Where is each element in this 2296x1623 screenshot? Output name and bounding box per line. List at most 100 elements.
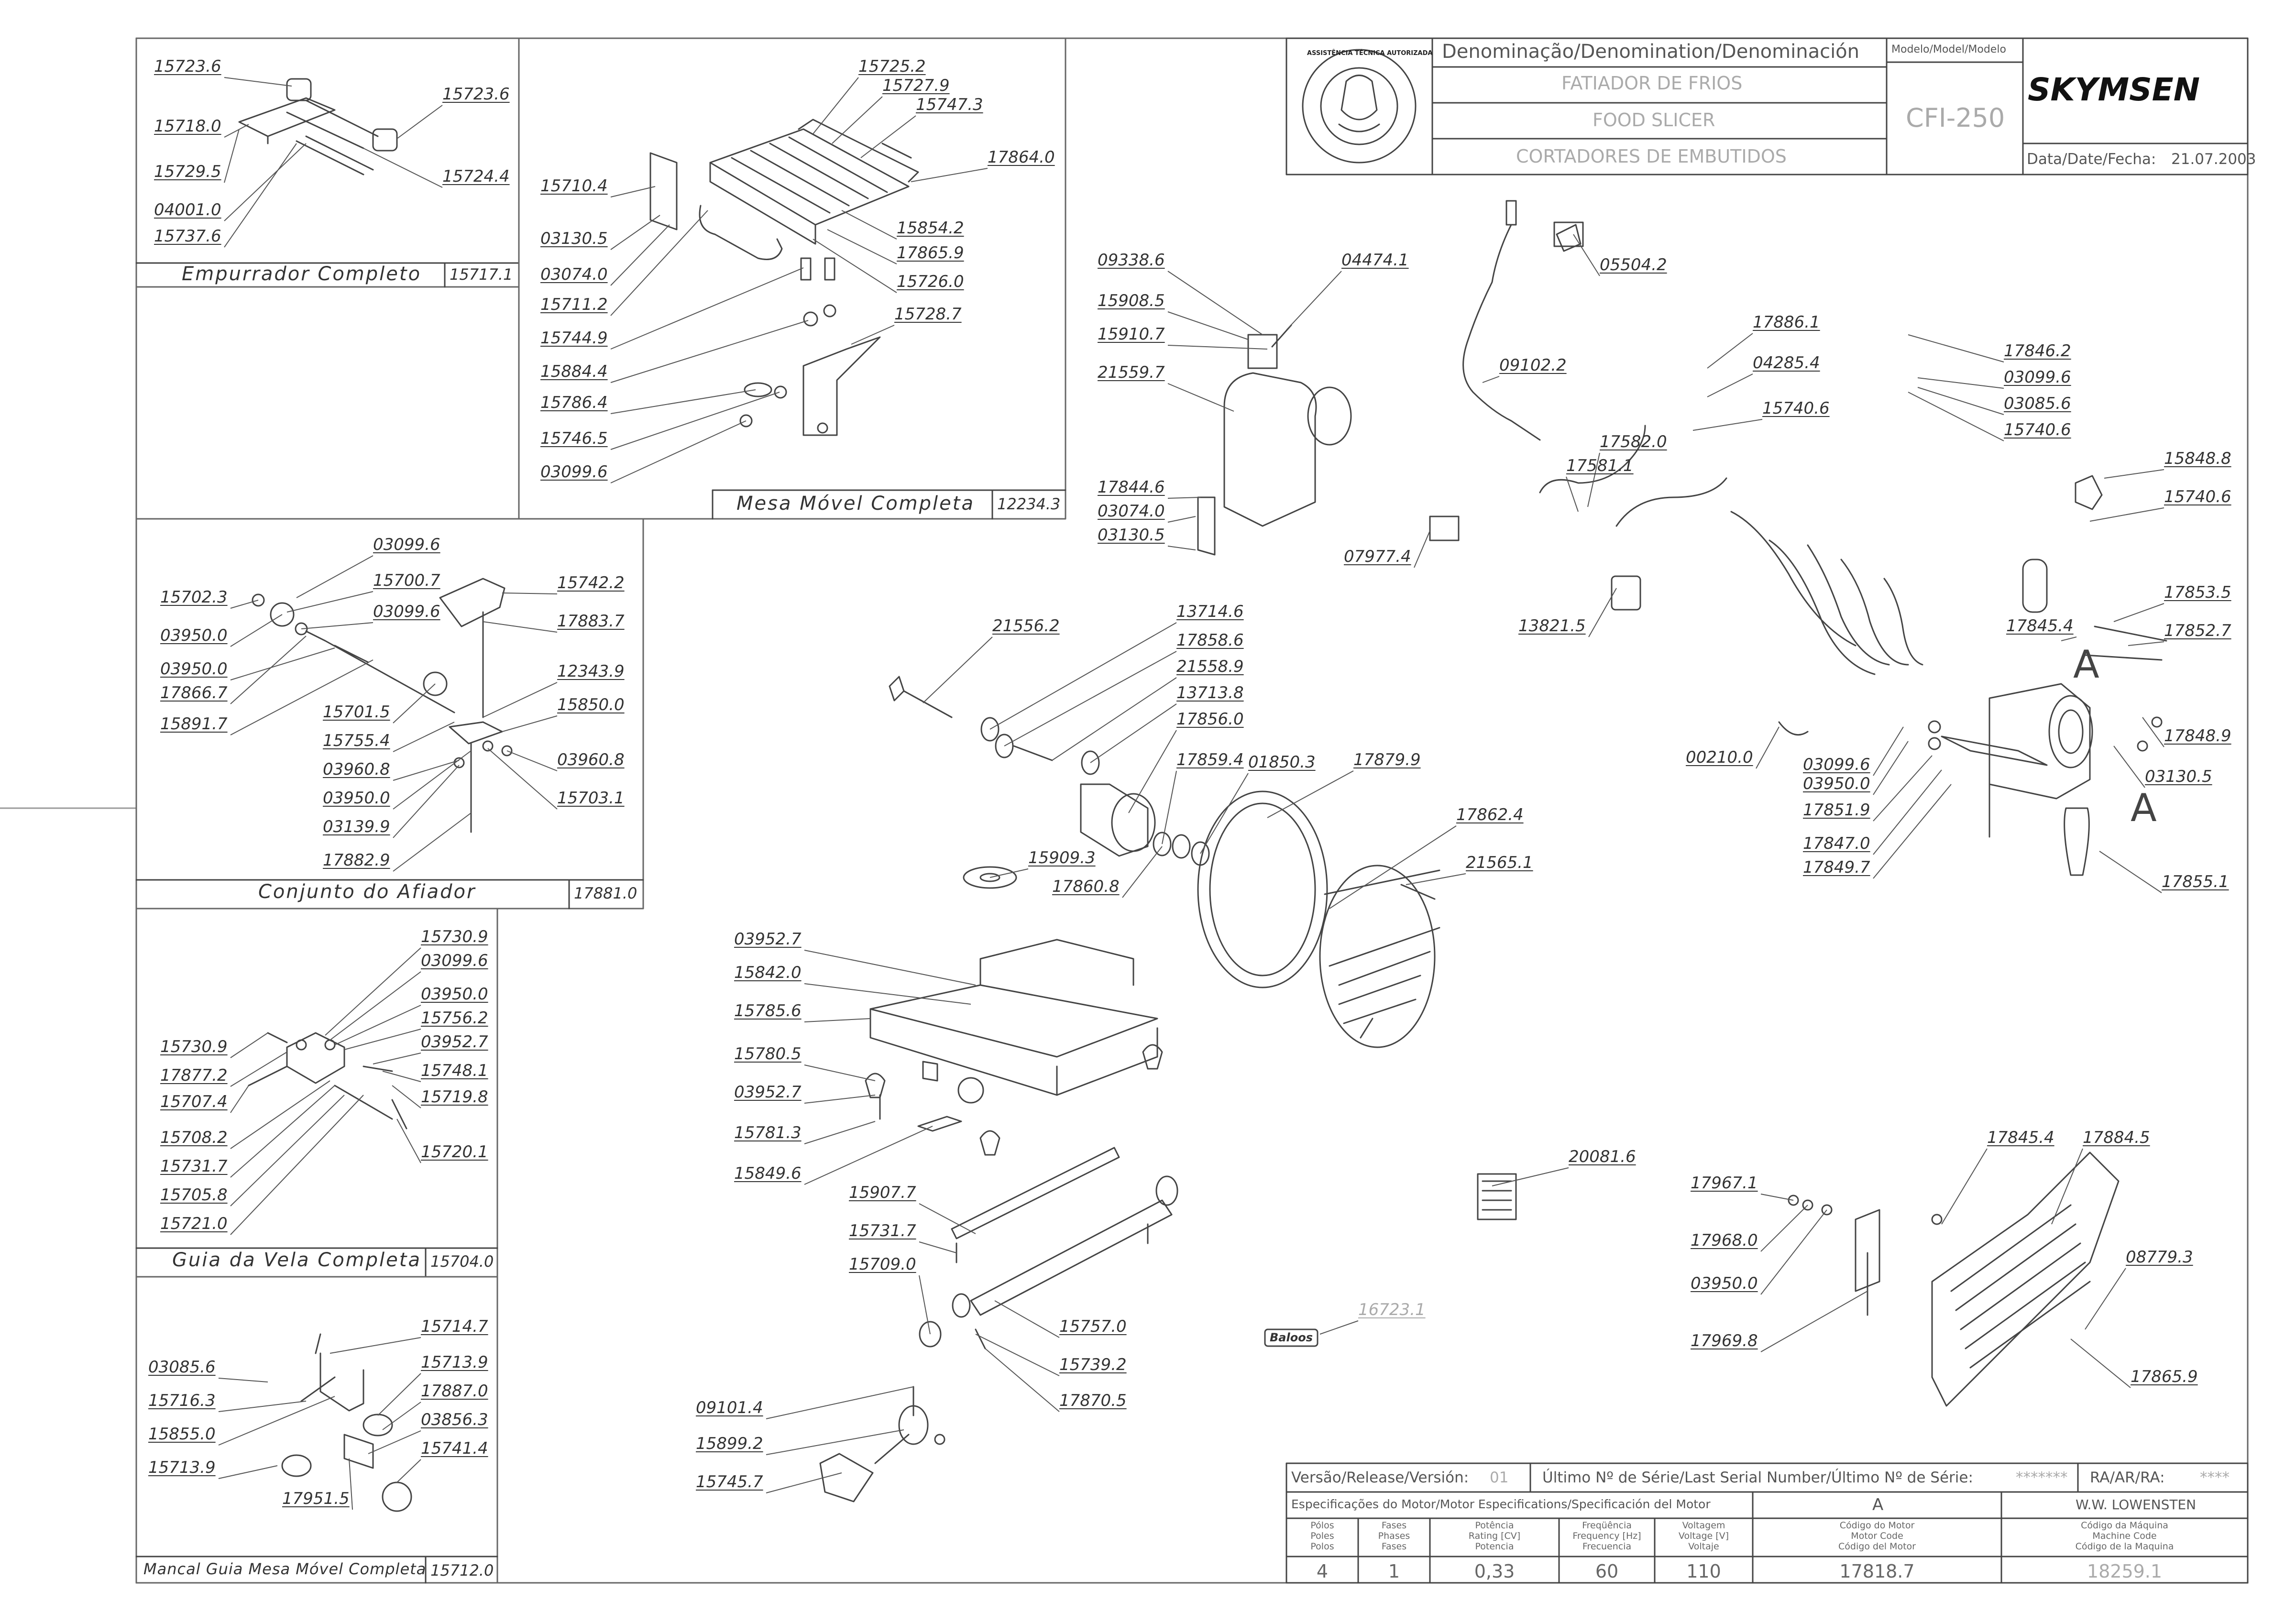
part-number-main: 16723.1: [1358, 1300, 1426, 1319]
part-number-afiador: 12343.9: [557, 662, 625, 681]
part-number-main: 03952.7: [734, 1083, 802, 1102]
part-number-empurrador: 15737.6: [154, 227, 221, 246]
part-number-main: 15910.7: [1098, 325, 1165, 344]
decal-logo: Baloos: [1270, 1331, 1313, 1344]
leader-line: [1167, 311, 1249, 340]
part-number-main: 17967.1: [1691, 1173, 1758, 1193]
leader-line: [923, 636, 993, 703]
date-label: Data/Date/Fecha:: [2027, 151, 2156, 168]
part-number-guia-vela: 17877.2: [160, 1066, 228, 1085]
code-afiador: 17881.0: [574, 884, 637, 902]
part-number-main: 03085.6: [2004, 394, 2071, 413]
part-number-empurrador: 15723.6: [154, 57, 221, 76]
part-number-main: 05504.2: [1600, 255, 1667, 274]
leader-line: [1873, 726, 1904, 776]
part-number-mesa-movel: 15728.7: [894, 305, 962, 324]
part-number-mesa-movel: 17865.9: [897, 243, 964, 263]
part-number-main: 15781.3: [734, 1123, 802, 1142]
part-number-main: 17853.5: [2164, 583, 2231, 602]
part-number-guia-vela: 03952.7: [421, 1032, 488, 1052]
part-number-main: 08779.3: [2126, 1248, 2193, 1267]
value-poles: 4: [1316, 1561, 1329, 1582]
leader-line: [1319, 1320, 1359, 1335]
leader-line: [1756, 726, 1780, 769]
part-number-main: 17859.4: [1176, 750, 1244, 769]
part-number-empurrador: 15723.6: [442, 85, 510, 104]
leader-line: [1167, 345, 1268, 350]
part-number-main: 17845.4: [2006, 616, 2074, 636]
part-number-main: 17969.8: [1691, 1331, 1758, 1350]
leader-line: [1760, 1194, 1794, 1201]
leader-line: [330, 971, 421, 1041]
leader-line: [610, 186, 656, 197]
callout-letter-a: A: [2131, 786, 2157, 830]
leader-line: [1908, 392, 2004, 441]
part-number-main: 04474.1: [1341, 251, 1409, 270]
leader-line: [1406, 873, 1466, 885]
leader-line: [230, 1052, 287, 1087]
date-value: 21.07.2003: [2171, 151, 2256, 168]
leader-line: [989, 622, 1177, 730]
leader-line: [1873, 741, 1909, 795]
part-number-main: 09102.2: [1499, 356, 1567, 375]
leader-line: [1167, 546, 1196, 550]
col-header-voltage: Voltagem Voltage [V] Voltaje: [1678, 1520, 1729, 1552]
leader-line: [804, 1126, 933, 1185]
leader-line: [230, 1085, 335, 1178]
leader-line: [393, 760, 460, 781]
leader-line: [393, 765, 460, 838]
part-number-main: 15739.2: [1059, 1355, 1127, 1374]
leader-line: [985, 1348, 1060, 1412]
part-number-main: 00210.0: [1686, 748, 1753, 767]
part-number-mancal: 15713.9: [148, 1458, 216, 1477]
leader-line: [1707, 373, 1753, 397]
part-number-main: 17852.7: [2164, 621, 2231, 640]
part-number-main: 17581.1: [1566, 456, 1634, 475]
col-header-poles: Pólos Poles Polos: [1310, 1520, 1334, 1552]
leader-line: [1200, 773, 1249, 854]
leader-line: [1167, 271, 1263, 335]
part-number-guia-vela: 15756.2: [421, 1009, 488, 1028]
part-number-main: 03950.0: [1803, 774, 1870, 793]
leader-line: [2061, 636, 2077, 641]
leader-line: [919, 1241, 957, 1253]
leader-line: [1482, 376, 1500, 383]
code-mesa-movel: 12234.3: [997, 495, 1061, 513]
part-number-mesa-movel: 15786.4: [540, 393, 608, 412]
leader-line: [382, 1402, 421, 1430]
part-number-afiador: 03950.0: [160, 659, 228, 679]
leader-line: [1566, 476, 1579, 512]
leader-line: [396, 105, 443, 139]
part-number-guia-vela: 15748.1: [421, 1061, 488, 1080]
part-number-afiador: 03960.8: [557, 750, 625, 769]
part-number-main: 21558.9: [1176, 657, 1244, 676]
leader-line: [2142, 717, 2164, 747]
leader-line: [218, 1378, 268, 1382]
part-number-afiador: 15850.0: [557, 695, 625, 714]
part-number-guia-vela: 15730.9: [160, 1037, 228, 1056]
part-number-main: 13713.8: [1176, 683, 1244, 702]
leader-line: [502, 592, 558, 594]
leader-line: [344, 1029, 421, 1050]
leader-line: [483, 682, 558, 718]
leader-line: [994, 1300, 1060, 1338]
part-number-main: 15909.3: [1028, 848, 1096, 867]
part-number-afiador: 17866.7: [160, 683, 228, 702]
part-number-afiador: 15742.2: [557, 573, 625, 592]
leader-line: [1692, 419, 1763, 431]
leader-line: [393, 683, 436, 724]
leader-line: [804, 950, 976, 986]
part-number-mancal: 03856.3: [421, 1410, 488, 1429]
leader-line: [230, 659, 374, 735]
leader-line: [804, 983, 971, 1005]
leader-line: [373, 1053, 421, 1064]
part-number-mesa-movel: 15884.4: [540, 362, 608, 381]
part-number-main: 17865.9: [2131, 1367, 2198, 1386]
part-number-empurrador: 15718.0: [154, 117, 221, 136]
product-name-pt: FATIADOR DE FRIOS: [1561, 73, 1743, 94]
part-number-mesa-movel: 15710.4: [540, 176, 608, 196]
leader-line: [218, 1401, 307, 1412]
leader-line: [1941, 1148, 1988, 1225]
part-number-afiador: 15891.7: [160, 714, 228, 734]
